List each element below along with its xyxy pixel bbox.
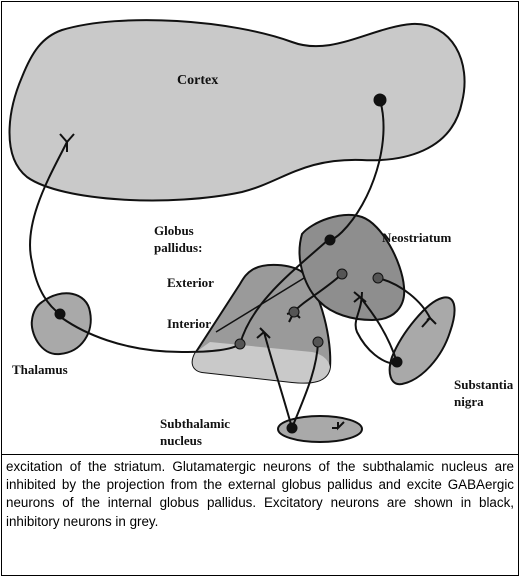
label-substantia-line2: nigra — [454, 394, 484, 409]
thalamus-neuron — [55, 309, 65, 319]
label-globus-line1: Globus — [154, 223, 194, 238]
label-exterior: Exterior — [167, 275, 214, 290]
substantia-nigra-region — [390, 297, 455, 384]
figure-caption: excitation of the striatum. Glutamatergi… — [6, 458, 514, 531]
thalamus-region — [32, 293, 91, 354]
cortex-region — [10, 20, 465, 200]
neostriatum-neuron-1 — [325, 235, 335, 245]
label-thalamus: Thalamus — [12, 362, 68, 377]
caption-divider — [1, 454, 519, 455]
label-cortex: Cortex — [177, 73, 218, 88]
label-substantia-line1: Substantia — [454, 377, 514, 392]
label-subthalamic-line1: Subthalamic — [160, 416, 230, 431]
basal-ganglia-diagram: Cortex Neostriatum Globus pallidus: Exte… — [2, 2, 518, 454]
gp-interior-neuron — [235, 339, 245, 349]
label-globus-line2: pallidus: — [154, 240, 202, 255]
gp-interior-neuron-2 — [313, 337, 323, 347]
stn-neuron — [287, 423, 297, 433]
label-subthalamic-line2: nucleus — [160, 433, 202, 448]
neostriatum-neuron-3 — [373, 273, 383, 283]
cortex-neuron — [374, 94, 386, 106]
gp-exterior-neuron — [289, 307, 299, 317]
neostriatum-neuron-2 — [337, 269, 347, 279]
label-interior: Interior — [167, 316, 211, 331]
label-neostriatum: Neostriatum — [382, 230, 451, 245]
nigra-neuron — [392, 357, 402, 367]
